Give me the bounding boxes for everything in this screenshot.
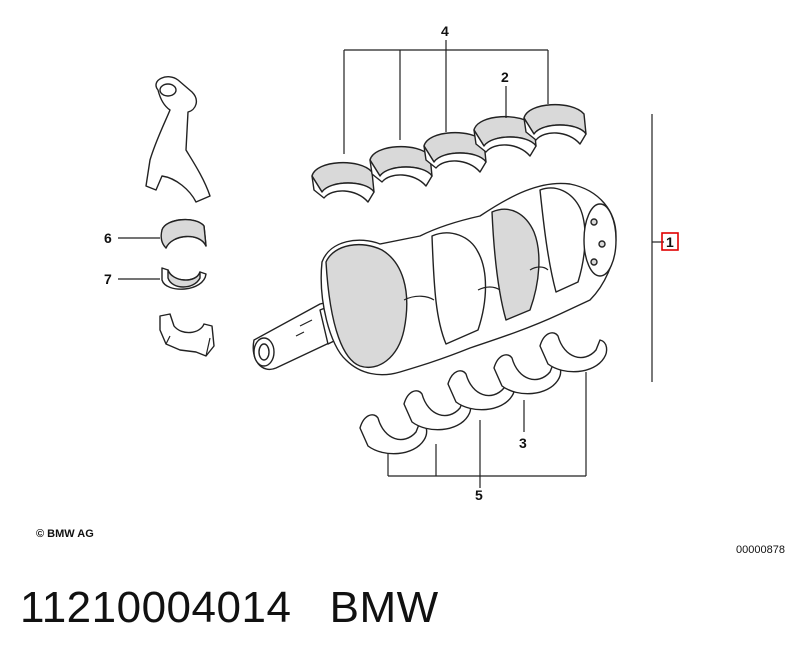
brand-name: BMW (329, 583, 439, 632)
highlight-box (661, 232, 679, 251)
callout-5: 5 (475, 487, 483, 503)
upper-bearing-shells (311, 103, 587, 203)
bearing-shell-7 (161, 267, 207, 290)
connecting-rod (145, 76, 211, 203)
lower-bearing-shells (359, 332, 608, 455)
callout-6: 6 (104, 230, 112, 246)
copyright-text: © BMW AG (36, 528, 94, 540)
crankshaft (252, 182, 617, 376)
diagram-code: 00000878 (736, 544, 785, 556)
callout-2: 2 (501, 69, 509, 85)
part-number-label: 11210004014 BMW (20, 583, 439, 633)
callout-7: 7 (104, 271, 112, 287)
bearing-shell-6 (160, 219, 207, 249)
rod-cap (159, 313, 215, 357)
callout-4: 4 (441, 23, 449, 39)
leader-5 (387, 372, 587, 488)
callout-1: 1 (666, 234, 674, 250)
leader-4 (343, 40, 549, 154)
part-number: 11210004014 (20, 583, 292, 632)
callout-3: 3 (519, 435, 527, 451)
